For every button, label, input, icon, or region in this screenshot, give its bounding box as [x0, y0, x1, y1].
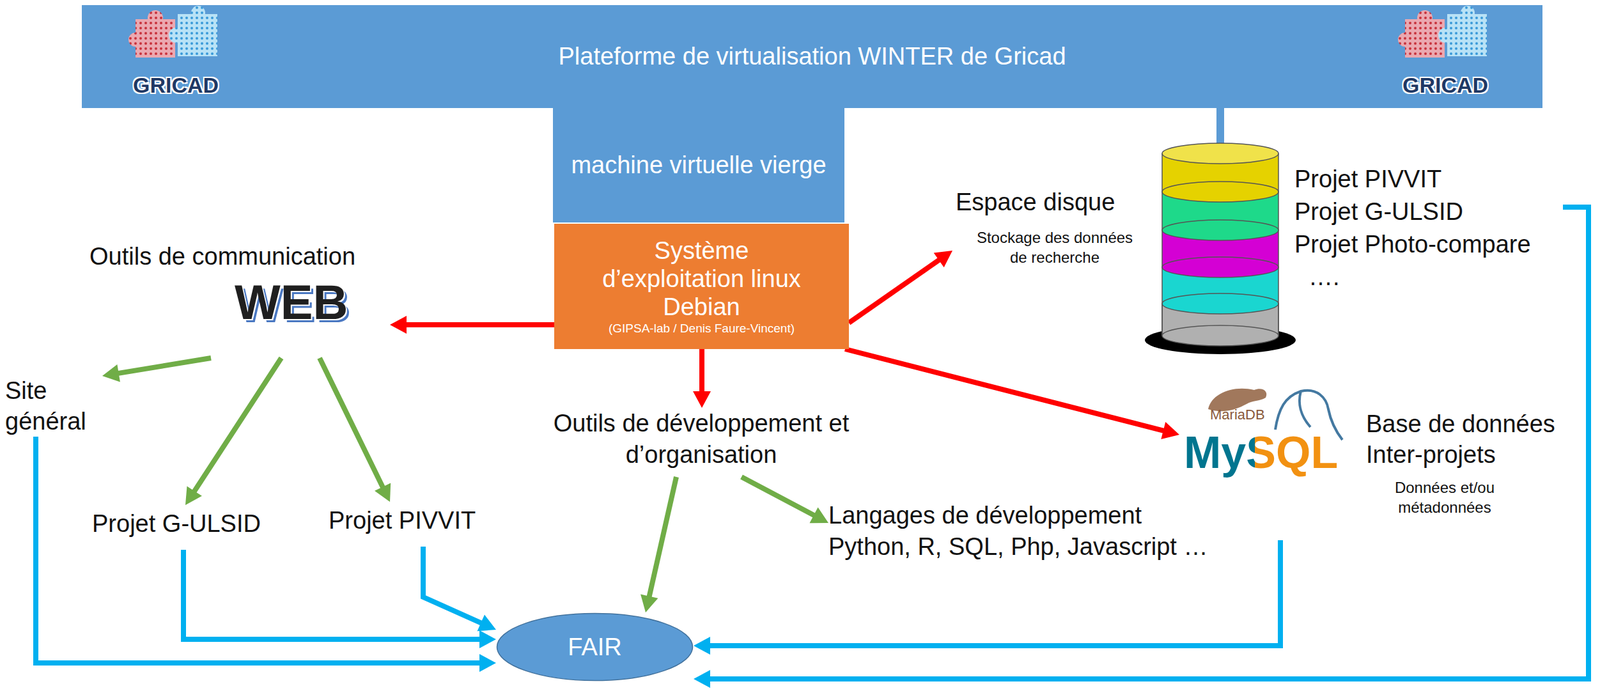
connector-line	[193, 357, 282, 493]
connector-arrow	[845, 349, 1180, 440]
connector-line	[848, 259, 940, 323]
connector-arrow	[389, 315, 555, 334]
site-node: Site général	[5, 375, 108, 437]
connector-arrow	[35, 436, 497, 672]
arrow-head	[809, 506, 829, 523]
connector-arrow	[319, 357, 391, 502]
project-node: Projet G-ULSID	[89, 504, 282, 550]
connector-line	[741, 476, 816, 516]
connector-arrow	[183, 549, 497, 649]
node-text: Projet G-ULSID	[89, 504, 282, 543]
connector-line	[423, 546, 482, 624]
vm-box: machine virtuelle vierge	[552, 108, 845, 223]
node-subtext: WEB	[89, 275, 390, 330]
languages-node: Langages de développementPython, R, SQL,…	[828, 499, 1264, 571]
connector-arrow	[423, 546, 497, 631]
logo-text: GRICAD	[132, 72, 219, 98]
arrow-head	[102, 364, 121, 383]
connector-arrow	[692, 349, 711, 408]
disk-stack	[1162, 143, 1279, 346]
node-text: Espace disque	[952, 188, 1158, 228]
connector-line	[699, 349, 705, 393]
arrow-head	[640, 594, 658, 613]
arrow-head	[1160, 421, 1180, 440]
connector-line	[183, 549, 481, 640]
connector-line	[117, 357, 211, 374]
storage-node: Espace disqueStockage des données de rec…	[952, 188, 1158, 301]
node-text: Projet PIVVIT	[326, 501, 499, 540]
node-subtext: Projet Photo-compare	[1294, 228, 1563, 261]
node-subtext: Python, R, SQL, Php, Javascript …	[828, 531, 1264, 563]
connector-arrow	[848, 250, 953, 323]
project-list: Projet PIVVITProjet G-ULSIDProjet Photo-…	[1294, 163, 1563, 311]
arrow-head	[477, 614, 497, 632]
connector-line	[845, 349, 1165, 431]
node-text: Site général	[5, 375, 108, 437]
node-text: Projet PIVVIT	[1294, 163, 1563, 196]
connector-line	[35, 436, 481, 663]
connector-arrow	[102, 357, 211, 383]
node-text: Plateforme de virtualisation WINTER de G…	[558, 42, 1066, 71]
dev-tools-node: Outils de développement et d’organisatio…	[551, 407, 852, 477]
node-text: Langages de développement	[828, 499, 1264, 532]
node-text: Outils de communication	[89, 242, 390, 271]
node-subtext: Stockage des données de recherche	[974, 227, 1135, 268]
arrow-head	[693, 636, 711, 655]
logo-text: MySQL	[1183, 427, 1338, 479]
node-text: FAIR	[567, 633, 622, 661]
fair-ellipse: FAIR	[496, 612, 694, 682]
project-node: Projet PIVVIT	[326, 501, 499, 547]
node-subtext: ….	[1294, 260, 1563, 294]
arrow-head	[185, 486, 202, 505]
node-text: Outils de développement et d’organisatio…	[551, 407, 852, 472]
connector-line	[319, 357, 383, 488]
logo-text: GRICAD	[1402, 72, 1489, 98]
node-text: machine virtuelle vierge	[570, 149, 826, 181]
node-text: Base de données Inter-projets	[1366, 409, 1587, 470]
platform-band: Plateforme de virtualisation WINTER de G…	[81, 5, 1543, 109]
arrow-head	[479, 653, 497, 672]
node-subtext: Données et/ou métadonnées	[1380, 477, 1509, 518]
os-box: Système d’exploitation linux Debian(GIPS…	[554, 223, 849, 350]
arrow-head	[693, 669, 711, 688]
connector-arrow	[640, 476, 677, 613]
connector-line	[648, 476, 677, 598]
arrow-head	[374, 482, 391, 502]
connector-arrow	[185, 357, 282, 505]
connector-arrow	[741, 476, 829, 523]
node-subtext: Projet G-ULSID	[1294, 195, 1563, 229]
node-text: Système d’exploitation linux Debian	[592, 237, 811, 321]
arrow-head	[692, 391, 711, 408]
connector-line	[405, 322, 555, 328]
arrow-head	[933, 250, 953, 268]
web-node: Outils de communicationWEB	[89, 242, 390, 358]
arrow-head	[389, 315, 407, 334]
logo-text: MariaDB	[1210, 406, 1266, 424]
arrow-head	[479, 630, 497, 649]
node-subtext: (GIPSA-lab / Denis Faure-Vincent)	[608, 321, 795, 336]
